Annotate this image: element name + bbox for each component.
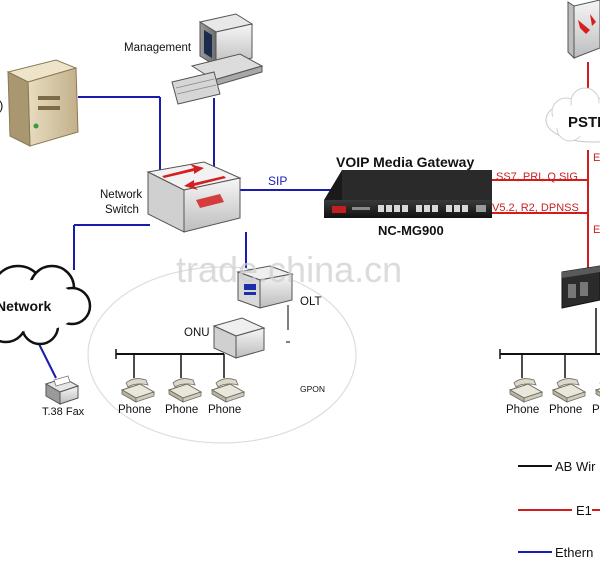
phone-right-1: Phone <box>506 354 544 416</box>
phone-label: Phone <box>208 404 241 416</box>
media-gateway-icon <box>324 170 492 218</box>
phone-label: Phone <box>118 404 151 416</box>
management-label: Management <box>124 42 192 54</box>
phone-left-3: Phone <box>208 354 246 416</box>
phone-label: Phone <box>165 404 198 416</box>
gpon-label: GPON <box>300 384 325 394</box>
phone-left-2: Phone <box>165 354 203 416</box>
phone-icon <box>120 378 156 403</box>
phone-label: Phone <box>549 404 582 416</box>
network-cloud-icon <box>0 264 92 346</box>
olt-icon <box>236 265 294 309</box>
fax-label: T.38 Fax <box>42 406 85 418</box>
phone-left-1: Phone <box>118 354 156 416</box>
legend-e1-label: E1 <box>576 503 592 518</box>
phone-right-2: Phone <box>549 354 587 416</box>
gateway-model: NC-MG900 <box>378 223 444 238</box>
left-phone-group: Phone Phone Phone <box>118 354 246 416</box>
watermark: trade.china.cn <box>176 249 402 290</box>
phone-icon <box>210 378 246 403</box>
gateway-title: VOIP Media Gateway <box>336 154 474 170</box>
ss7-label: SS7, PRI, Q.SIG <box>496 171 578 183</box>
server-icon <box>6 59 79 147</box>
network-switch-label-2: Switch <box>105 204 139 216</box>
sip-label: SIP <box>268 174 287 188</box>
network-cloud-label: Network <box>0 298 51 314</box>
e-label-bottom: E <box>593 224 600 236</box>
connection-lines <box>35 62 589 379</box>
legend-ethernet-label: Ethern <box>555 545 593 560</box>
right-phone-group: Phone Phone P <box>506 354 600 416</box>
pstn-cloud-icon <box>545 87 600 143</box>
phone-icon <box>508 378 544 403</box>
v52-label: V5.2, R2, DPNSS <box>492 202 579 214</box>
fax-icon <box>44 375 80 405</box>
phone-icon <box>594 382 600 397</box>
legend-ab-wire-label: AB Wir <box>555 459 596 474</box>
onu-label: ONU <box>184 327 210 339</box>
legend: AB Wir E1 Ethern <box>518 459 600 560</box>
phone-label: Phone <box>506 404 539 416</box>
router-icon <box>567 0 600 60</box>
onu-icon <box>212 317 266 359</box>
phone-icon <box>167 378 203 403</box>
e-label-top: E <box>593 152 600 164</box>
network-switch-icon <box>146 161 242 233</box>
phone-right-3: P <box>592 382 600 416</box>
computer-icon <box>171 13 264 105</box>
phone-icon <box>551 378 587 403</box>
pbx-icon <box>561 265 600 309</box>
network-switch-label-1: Network <box>100 189 142 201</box>
gpon-boundary <box>87 266 357 444</box>
phone-label: P <box>592 404 600 416</box>
server-label-fragment: ) <box>0 98 3 113</box>
olt-label: OLT <box>300 296 322 308</box>
